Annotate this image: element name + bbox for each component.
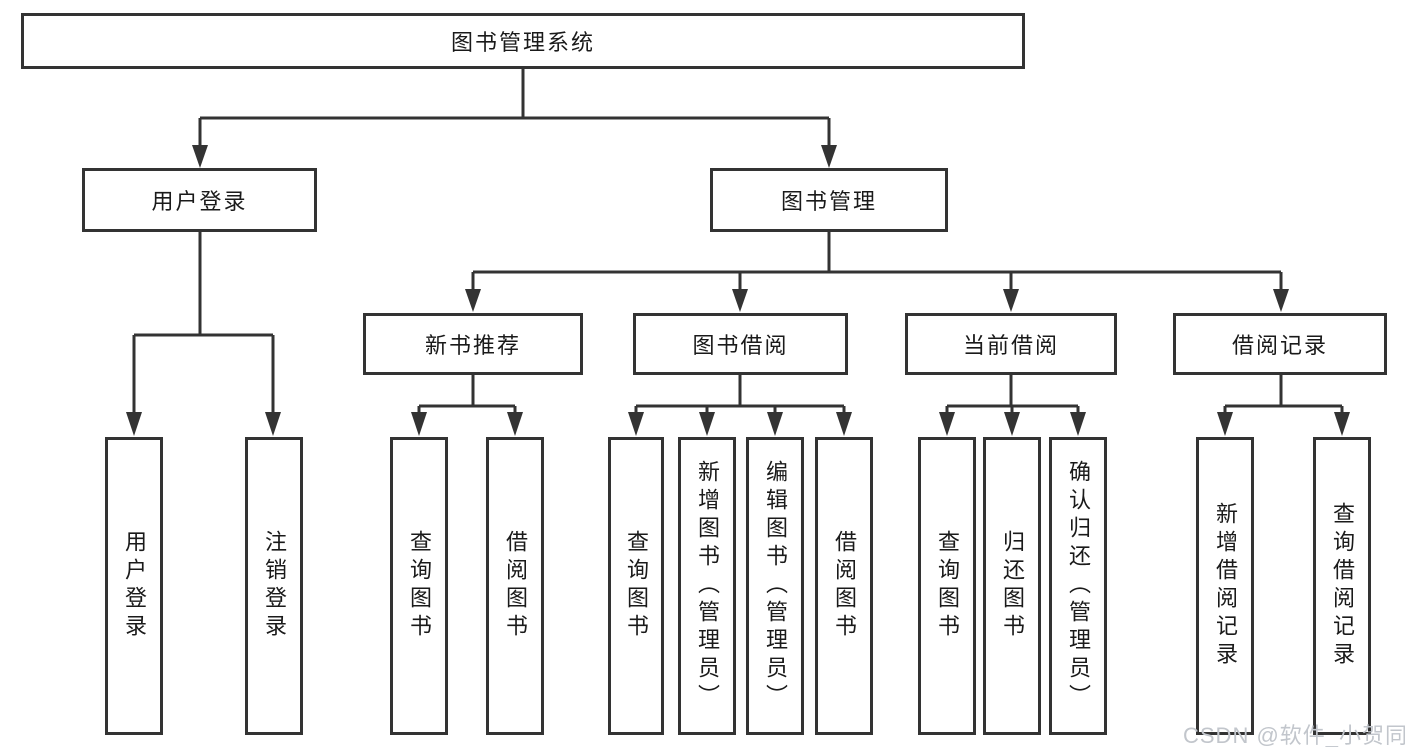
node-label: 图书借阅 <box>692 333 789 358</box>
arrow-down-icon <box>465 289 481 312</box>
node-label: 当前借阅 <box>962 333 1059 358</box>
node-label: 确认归还（管理员） <box>1066 460 1091 712</box>
leaf-borrow-books: 借阅图书 <box>486 437 544 735</box>
node-borrowing-records: 借阅记录 <box>1173 313 1387 375</box>
node-label: 查询图书 <box>935 530 960 642</box>
arrow-down-icon <box>1273 289 1289 312</box>
arrow-down-icon <box>192 145 208 168</box>
node-book-management: 图书管理 <box>710 168 948 232</box>
connector-paths <box>132 69 1344 414</box>
arrow-down-icon <box>699 412 715 436</box>
node-current-borrowing: 当前借阅 <box>905 313 1117 375</box>
leaf-query-books: 查询图书 <box>608 437 664 735</box>
node-label: 借阅记录 <box>1231 333 1328 358</box>
connector-new-book-recommend-to-leaves <box>417 375 517 414</box>
node-label: 借阅图书 <box>832 530 857 642</box>
node-label: 图书管理 <box>780 189 877 214</box>
arrow-down-icon <box>411 412 427 436</box>
arrow-down-icon <box>1217 412 1233 436</box>
csdn-watermark: CSDN @软件_小贺同学 <box>1183 723 1405 747</box>
node-label: 查询借阅记录 <box>1330 502 1355 670</box>
leaf-return-book: 归还图书 <box>983 437 1041 735</box>
node-root-system: 图书管理系统 <box>21 13 1025 69</box>
node-label: 注销登录 <box>262 530 287 642</box>
leaf-query-books: 查询图书 <box>390 437 448 735</box>
arrow-down-icon <box>939 412 955 436</box>
node-label: 编辑图书（管理员） <box>763 460 788 712</box>
connector-current-borrowing-to-leaves <box>945 375 1080 414</box>
arrow-down-icon <box>821 145 837 168</box>
node-label: 查询图书 <box>407 530 432 642</box>
arrow-down-icon <box>1004 412 1020 436</box>
node-label: 新书推荐 <box>424 333 521 358</box>
leaf-edit-book-admin: 编辑图书（管理员） <box>746 437 804 735</box>
arrow-down-icon <box>1003 289 1019 312</box>
node-label: 用户登录 <box>151 189 248 214</box>
arrow-down-icon <box>1070 412 1086 436</box>
connector-user-login-to-leaves <box>132 232 275 413</box>
leaf-borrow-books: 借阅图书 <box>815 437 873 735</box>
node-label: 归还图书 <box>1000 530 1025 642</box>
arrow-down-icon <box>126 412 142 436</box>
connector-root-to-level2 <box>198 69 831 146</box>
leaf-user-login: 用户登录 <box>105 437 163 735</box>
node-new-book-recommend: 新书推荐 <box>363 313 583 375</box>
leaf-add-book-admin: 新增图书（管理员） <box>678 437 736 735</box>
connector-borrowing-records-to-leaves <box>1223 375 1344 414</box>
leaf-query-books: 查询图书 <box>918 437 976 735</box>
node-label: 新增图书（管理员） <box>695 460 720 712</box>
connector-book-borrowing-to-leaves <box>634 375 846 414</box>
node-user-login: 用户登录 <box>82 168 317 232</box>
arrow-down-icon <box>767 412 783 436</box>
arrow-down-icon <box>1334 412 1350 436</box>
connector-book-management-to-level3 <box>471 232 1283 290</box>
leaf-add-borrow-record: 新增借阅记录 <box>1196 437 1254 735</box>
arrow-down-icon <box>836 412 852 436</box>
leaf-query-borrow-record: 查询借阅记录 <box>1313 437 1371 735</box>
arrowheads <box>126 145 1350 436</box>
arrow-down-icon <box>507 412 523 436</box>
node-label: 借阅图书 <box>503 530 528 642</box>
node-book-borrowing: 图书借阅 <box>633 313 848 375</box>
leaf-logout-login: 注销登录 <box>245 437 303 735</box>
node-label: 查询图书 <box>624 530 649 642</box>
arrow-down-icon <box>628 412 644 436</box>
leaf-confirm-return-admin: 确认归还（管理员） <box>1049 437 1107 735</box>
node-label: 图书管理系统 <box>450 30 595 55</box>
node-label: 新增借阅记录 <box>1213 502 1238 670</box>
arrow-down-icon <box>732 289 748 312</box>
node-label: 用户登录 <box>122 530 147 642</box>
arrow-down-icon <box>265 412 281 436</box>
